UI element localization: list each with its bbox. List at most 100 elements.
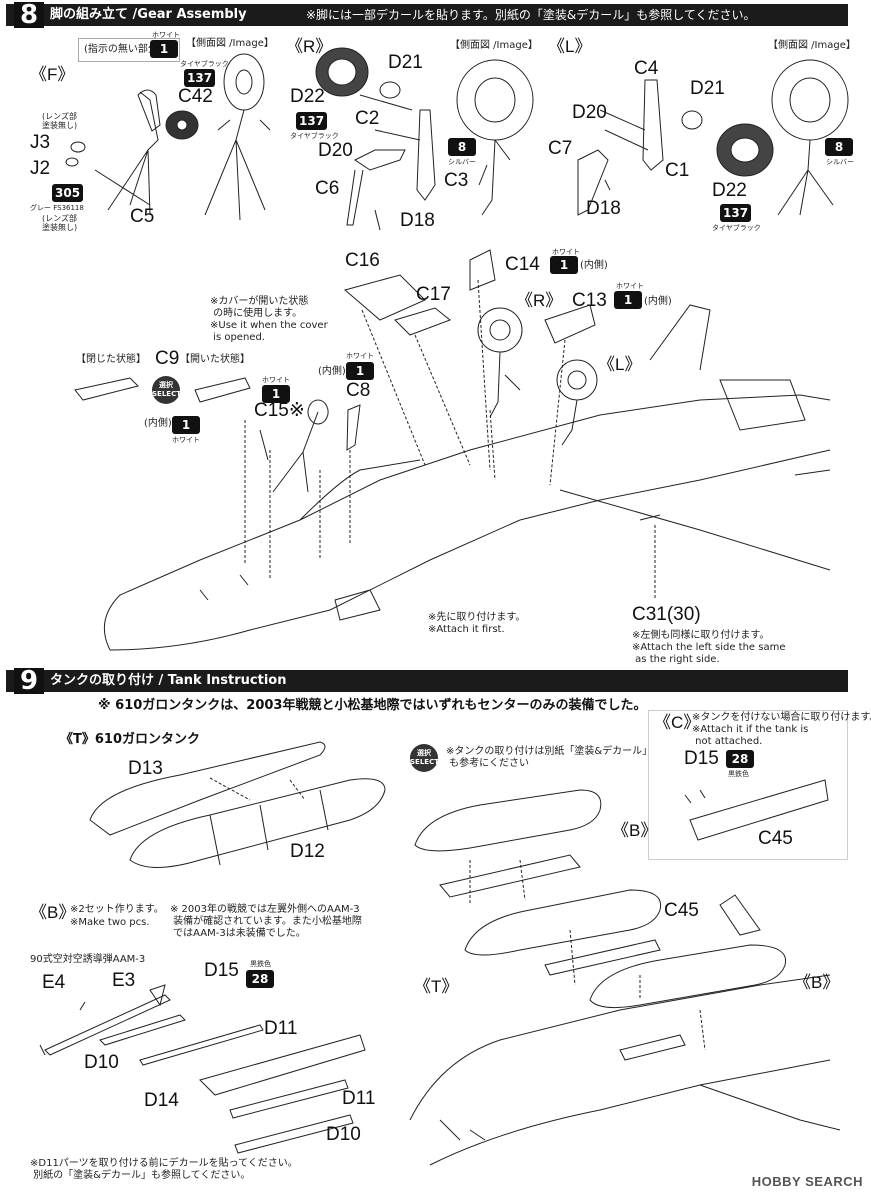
tag-right-gear: 《R》 bbox=[286, 37, 333, 56]
c42-color-name: タイヤブラック bbox=[180, 60, 229, 68]
legend-color-badge: 1 bbox=[150, 40, 178, 58]
d22-l-color-name: タイヤブラック bbox=[712, 224, 761, 232]
select-jp: 選択 bbox=[159, 381, 173, 389]
part-c45-c: C45 bbox=[758, 828, 793, 849]
f15-fuselage-step9 bbox=[409, 974, 841, 1166]
select-en: SELECT bbox=[152, 390, 181, 398]
part-d15-c: D15 bbox=[684, 748, 719, 769]
c13-inner-note: (内側) bbox=[644, 296, 672, 307]
silver-name-r: シルバー bbox=[448, 158, 476, 166]
part-c1: C1 bbox=[665, 160, 690, 181]
tag-b-aam: 《B》 bbox=[30, 903, 76, 922]
part-c9: C9 bbox=[155, 348, 180, 369]
part-d12: D12 bbox=[290, 841, 325, 862]
c15-color-name: ホワイト bbox=[262, 376, 290, 384]
part-d22-l: D22 bbox=[712, 180, 747, 201]
d15-c-color-badge: 28 bbox=[726, 750, 754, 768]
part-d14: D14 bbox=[144, 1090, 179, 1111]
right-gear-image bbox=[456, 59, 534, 216]
tag-front-gear: 《F》 bbox=[30, 65, 75, 84]
left-gear-image bbox=[771, 59, 849, 216]
select-badge: 選択 SELECT bbox=[152, 376, 181, 404]
closed-state-label: 【閉じた状態】 bbox=[76, 354, 146, 365]
j2-color-name: グレー FS36118 bbox=[30, 204, 84, 212]
tank-c-drawing bbox=[684, 779, 829, 841]
step8-header-bar: 8 脚の組み立て /Gear Assembly ※脚には一部デカールを貼ります。… bbox=[6, 2, 848, 28]
tank-t-drawing bbox=[89, 741, 386, 868]
tank-b-drawing bbox=[414, 789, 787, 1009]
part-d21-l: D21 bbox=[690, 78, 725, 99]
watermark: HOBBY SEARCH bbox=[751, 1174, 863, 1189]
tag-b-pylon: 《B》 bbox=[612, 821, 658, 840]
c14-inner-note: (内側) bbox=[580, 260, 608, 271]
legend-color-name: ホワイト bbox=[152, 31, 180, 39]
part-c15: C15※ bbox=[254, 400, 305, 421]
part-d22-r: D22 bbox=[290, 86, 325, 107]
d15-b-color-badge: 28 bbox=[246, 970, 274, 988]
part-c14: C14 bbox=[505, 254, 540, 275]
select-en-tank: SELECT bbox=[410, 758, 439, 766]
step8-number: 8 bbox=[14, 2, 44, 28]
c15-color-badge: 1 bbox=[262, 385, 290, 403]
c9-inner-note: (内側) bbox=[144, 418, 172, 429]
c13-color-name: ホワイト bbox=[616, 282, 644, 290]
part-e3: E3 bbox=[112, 970, 136, 991]
silver-name-l: シルバー bbox=[826, 158, 854, 166]
part-c13: C13 bbox=[572, 290, 607, 311]
part-c31: C31(30) bbox=[632, 604, 701, 625]
assembly-arrows-step9 bbox=[209, 777, 706, 1051]
attach-first-jp: ※先に取り付けます。 bbox=[428, 612, 526, 623]
part-c3: C3 bbox=[444, 170, 469, 191]
tank-c-box bbox=[648, 710, 848, 860]
part-c8: C8 bbox=[346, 380, 371, 401]
gear-door-parts bbox=[74, 249, 598, 493]
c-note-jp: ※タンクを付けない場合に取り付けます。 bbox=[692, 712, 871, 723]
tag-right-gear-airframe: 《R》 bbox=[516, 291, 563, 310]
part-c5: C5 bbox=[130, 206, 155, 227]
aam-note: ※ 2003年の戦競では左翼外側へのAAM-3 装備が確認されています。また小松… bbox=[170, 904, 362, 939]
step8-title: 脚の組み立て /Gear Assembly bbox=[50, 7, 247, 22]
select-badge-tank: 選択 SELECT bbox=[410, 744, 439, 772]
d22-r-color-name: タイヤブラック bbox=[290, 132, 339, 140]
attach-first-en: ※Attach it first. bbox=[428, 624, 505, 635]
c9-color-name: ホワイト bbox=[172, 436, 200, 444]
step9-number: 9 bbox=[14, 668, 44, 694]
select-jp-tank: 選択 bbox=[417, 749, 431, 757]
f15-fuselage-step8 bbox=[103, 304, 831, 651]
open-state-label: 【開いた状態】 bbox=[180, 354, 250, 365]
side-view-label-r: 【側面図 /Image】 bbox=[450, 40, 538, 51]
assembly-arrows-step8 bbox=[244, 279, 656, 600]
tag-c: 《C》 bbox=[654, 713, 701, 732]
decal-note: ※D11パーツを取り付ける前にデカールを貼ってください。 別紙の「塗装&デカール… bbox=[30, 1158, 298, 1181]
part-c6: C6 bbox=[315, 178, 340, 199]
legend-box bbox=[78, 38, 180, 62]
part-d20-l: D20 bbox=[572, 102, 607, 123]
tank-ref-note: ※タンクの取り付けは別紙「塗装&デカール」 も参考にください bbox=[446, 746, 653, 769]
part-d10: D10 bbox=[84, 1052, 119, 1073]
part-j3: J3 bbox=[30, 132, 51, 153]
j2-note: (レンズ部 塗装無し) bbox=[42, 214, 78, 232]
part-c2: C2 bbox=[355, 108, 380, 129]
c14-color-badge: 1 bbox=[550, 256, 578, 274]
part-d15-b: D15 bbox=[204, 960, 239, 981]
silver-badge-r: 8 bbox=[448, 138, 476, 156]
part-d11: D11 bbox=[264, 1018, 298, 1039]
nose-gear-image bbox=[204, 53, 271, 221]
part-d11-b: D11 bbox=[342, 1088, 376, 1109]
c14-color-name: ホワイト bbox=[552, 248, 580, 256]
c31-note-jp: ※左側も同様に取り付けます。 bbox=[632, 630, 770, 641]
b-note-en: ※Make two pcs. bbox=[70, 917, 150, 928]
d22-l-color-badge: 137 bbox=[720, 204, 752, 222]
step9-header-bar: 9 タンクの取り付け / Tank Instruction bbox=[6, 668, 848, 694]
d15-b-color-name: 黒鉄色 bbox=[250, 960, 271, 968]
part-e4: E4 bbox=[42, 972, 66, 993]
nose-gear-drawing bbox=[65, 89, 199, 216]
step8-note: ※脚には一部デカールを貼ります。別紙の「塗装&デカール」も参照してください。 bbox=[306, 8, 756, 22]
step9-notice: ※ 610ガロンタンクは、2003年戦競と小松基地際ではいずれもセンターのみの装… bbox=[98, 698, 647, 713]
part-d20-r: D20 bbox=[318, 140, 353, 161]
d15-c-color-name: 黒鉄色 bbox=[728, 770, 749, 778]
tag-left-gear-airframe: 《L》 bbox=[598, 355, 642, 374]
c8-color-badge: 1 bbox=[346, 362, 374, 380]
j3-note: (レンズ部 塗装無し) bbox=[42, 112, 78, 130]
b-note-jp: ※2セット作ります。 bbox=[70, 904, 164, 915]
